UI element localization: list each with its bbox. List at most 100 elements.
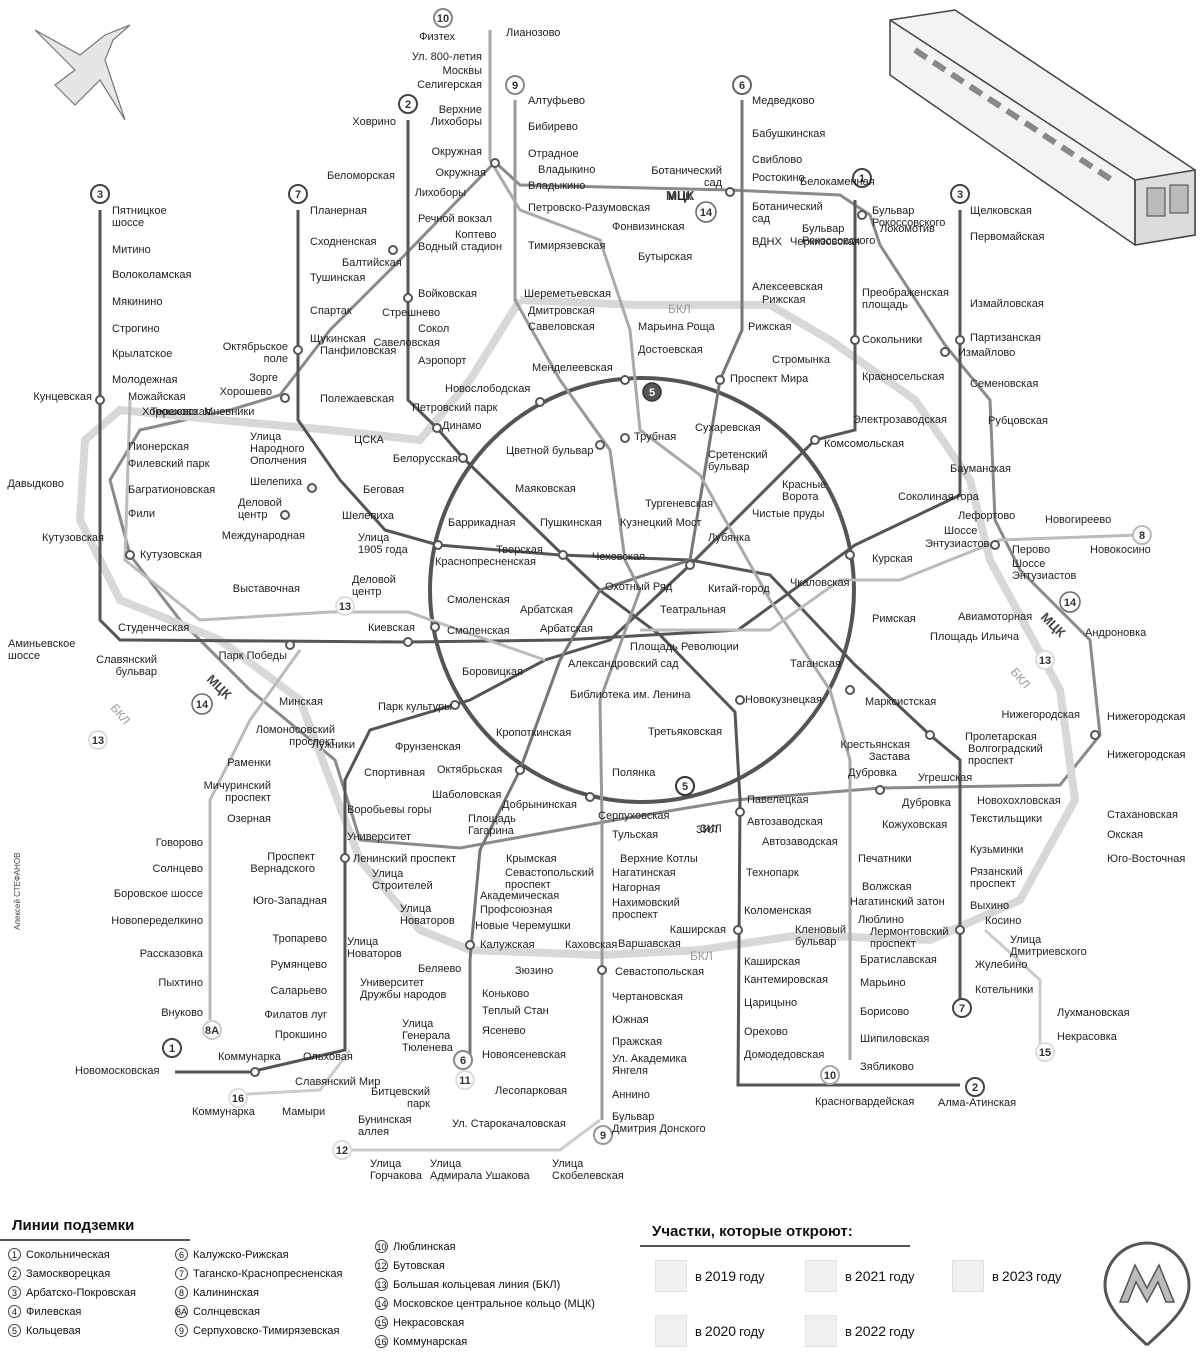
station-label: Аэропорт xyxy=(418,355,466,367)
svg-text:13: 13 xyxy=(339,601,351,613)
station-label: Улица xyxy=(400,903,432,915)
station-label: Чертановская xyxy=(612,991,683,1003)
station-label: Улица xyxy=(552,1158,584,1170)
station-label: Дубровка xyxy=(902,797,952,809)
line-badge-14-east: 14 xyxy=(1059,591,1081,613)
legend-line-name: Бутовская xyxy=(393,1259,445,1272)
station-label: Новопеределкино xyxy=(111,915,203,927)
legend-line-number: 14 xyxy=(375,1297,388,1310)
line-badge-8-east: 8 xyxy=(1132,525,1152,545)
line-badge-3-west: 3 xyxy=(90,184,110,204)
station-label: Новохохловская xyxy=(977,795,1061,807)
station-label: проспект xyxy=(505,879,551,891)
svg-text:13: 13 xyxy=(92,735,104,747)
station-label: ЦСКА xyxy=(354,434,384,446)
station-label: Кутузовская xyxy=(42,532,104,544)
station-label: Дубровка xyxy=(848,767,898,779)
station-label: Волоколамская xyxy=(112,269,191,281)
station-label: Рокоссовского xyxy=(802,235,875,247)
station-label: Бабушкинская xyxy=(752,128,825,140)
station-label: Новокосино xyxy=(1090,544,1151,556)
station-label: Комсомольская xyxy=(824,438,904,450)
station-label: Сухаревская xyxy=(695,422,761,434)
station-label: Лесопарковая xyxy=(495,1085,567,1097)
station-label: Пражская xyxy=(612,1036,662,1048)
station-label: Шаболовская xyxy=(432,789,501,801)
station-label: Ул. Старокачаловская xyxy=(452,1118,566,1130)
station-label: Тюленева xyxy=(402,1042,454,1054)
station-label: Тимирязевская xyxy=(528,240,605,252)
svg-text:12: 12 xyxy=(336,1145,348,1157)
station-label: Физтех xyxy=(419,31,455,43)
station-label: Лихоборы xyxy=(431,116,482,128)
station-label: Котельники xyxy=(975,984,1033,996)
station-label: Минская xyxy=(279,696,323,708)
svg-text:8A: 8A xyxy=(205,1025,219,1037)
station-label: Угрешская xyxy=(918,772,972,784)
opening-swatch xyxy=(655,1260,687,1292)
station-label: Беляево xyxy=(418,963,461,975)
station-label: Бульвар xyxy=(802,223,844,235)
station-label: Красные xyxy=(782,479,826,491)
svg-text:7: 7 xyxy=(295,189,301,201)
line-badge-5-north: 5 xyxy=(642,382,662,402)
station-label: Тверская xyxy=(496,544,543,556)
station-label: Рижская xyxy=(762,294,806,306)
station-label: Бульвар xyxy=(872,205,914,217)
station-label: Янгеля xyxy=(612,1065,648,1077)
station-label: аллея xyxy=(358,1126,389,1138)
station-label: Терехово xyxy=(150,406,198,418)
opening-year: 2020 xyxy=(704,1323,737,1339)
opening-year: 2023 xyxy=(1001,1268,1034,1284)
station-label: Алма-Атинская xyxy=(938,1097,1016,1109)
station-label: Андроновка xyxy=(1085,627,1147,639)
station-label: Спортивная xyxy=(364,767,425,779)
line-badge-7-north: 7 xyxy=(288,184,308,204)
station-label: Аннино xyxy=(612,1089,650,1101)
bkl-label-north: БКЛ xyxy=(668,302,691,316)
line-badge-13-east: 13 xyxy=(1035,650,1055,670)
station-label: Хорошево xyxy=(220,386,272,398)
lines-layer xyxy=(75,30,1141,1152)
svg-text:15: 15 xyxy=(1039,1047,1051,1059)
station-label: Чеховская xyxy=(592,551,645,563)
line-badge-2-north: 2 xyxy=(398,94,418,114)
station-label: ВДНХ xyxy=(752,236,782,248)
station-label: Стромынка xyxy=(772,354,831,366)
station-label: проспект xyxy=(289,736,335,748)
station-label: шоссе xyxy=(112,217,144,229)
station-label: Давыдково xyxy=(7,478,64,490)
station-label: Добрынинская xyxy=(502,799,577,811)
station-label: Аминьевское xyxy=(8,638,75,650)
svg-text:2: 2 xyxy=(405,99,411,111)
opening-swatch xyxy=(952,1260,984,1292)
line-badge-8a: 8A xyxy=(202,1020,222,1040)
station-label: Савеловская xyxy=(373,337,440,349)
station-label: Волжская xyxy=(862,881,912,893)
legend-line-number: 12 xyxy=(375,1259,388,1272)
legend-line-name: Калининская xyxy=(193,1286,260,1299)
station-label: Адмирала Ушакова xyxy=(430,1170,531,1182)
station-label: Славянский xyxy=(96,654,157,666)
station-label: Китай-город xyxy=(708,583,770,595)
station-label: Селигерская xyxy=(417,79,482,91)
station-label: Бибирево xyxy=(528,121,578,133)
station-label: Саларьево xyxy=(270,985,327,997)
station-label: Планерная xyxy=(310,205,367,217)
line-badge-5-south: 5 xyxy=(675,776,695,796)
legend-line-name: Люблинская xyxy=(393,1240,456,1253)
station-label: Достоевская xyxy=(638,344,703,356)
station-label: Народного xyxy=(250,443,305,455)
station-label: Борисово xyxy=(860,1006,909,1018)
legend-line-name: Арбатско-Покровская xyxy=(26,1286,136,1299)
station-label: Нагатинский затон xyxy=(850,896,945,908)
station-label: Балтийская xyxy=(342,257,402,269)
opening-prefix: в xyxy=(845,1268,852,1284)
station-label: Каховская xyxy=(565,939,617,951)
legend-line-number: 13 xyxy=(375,1278,388,1291)
